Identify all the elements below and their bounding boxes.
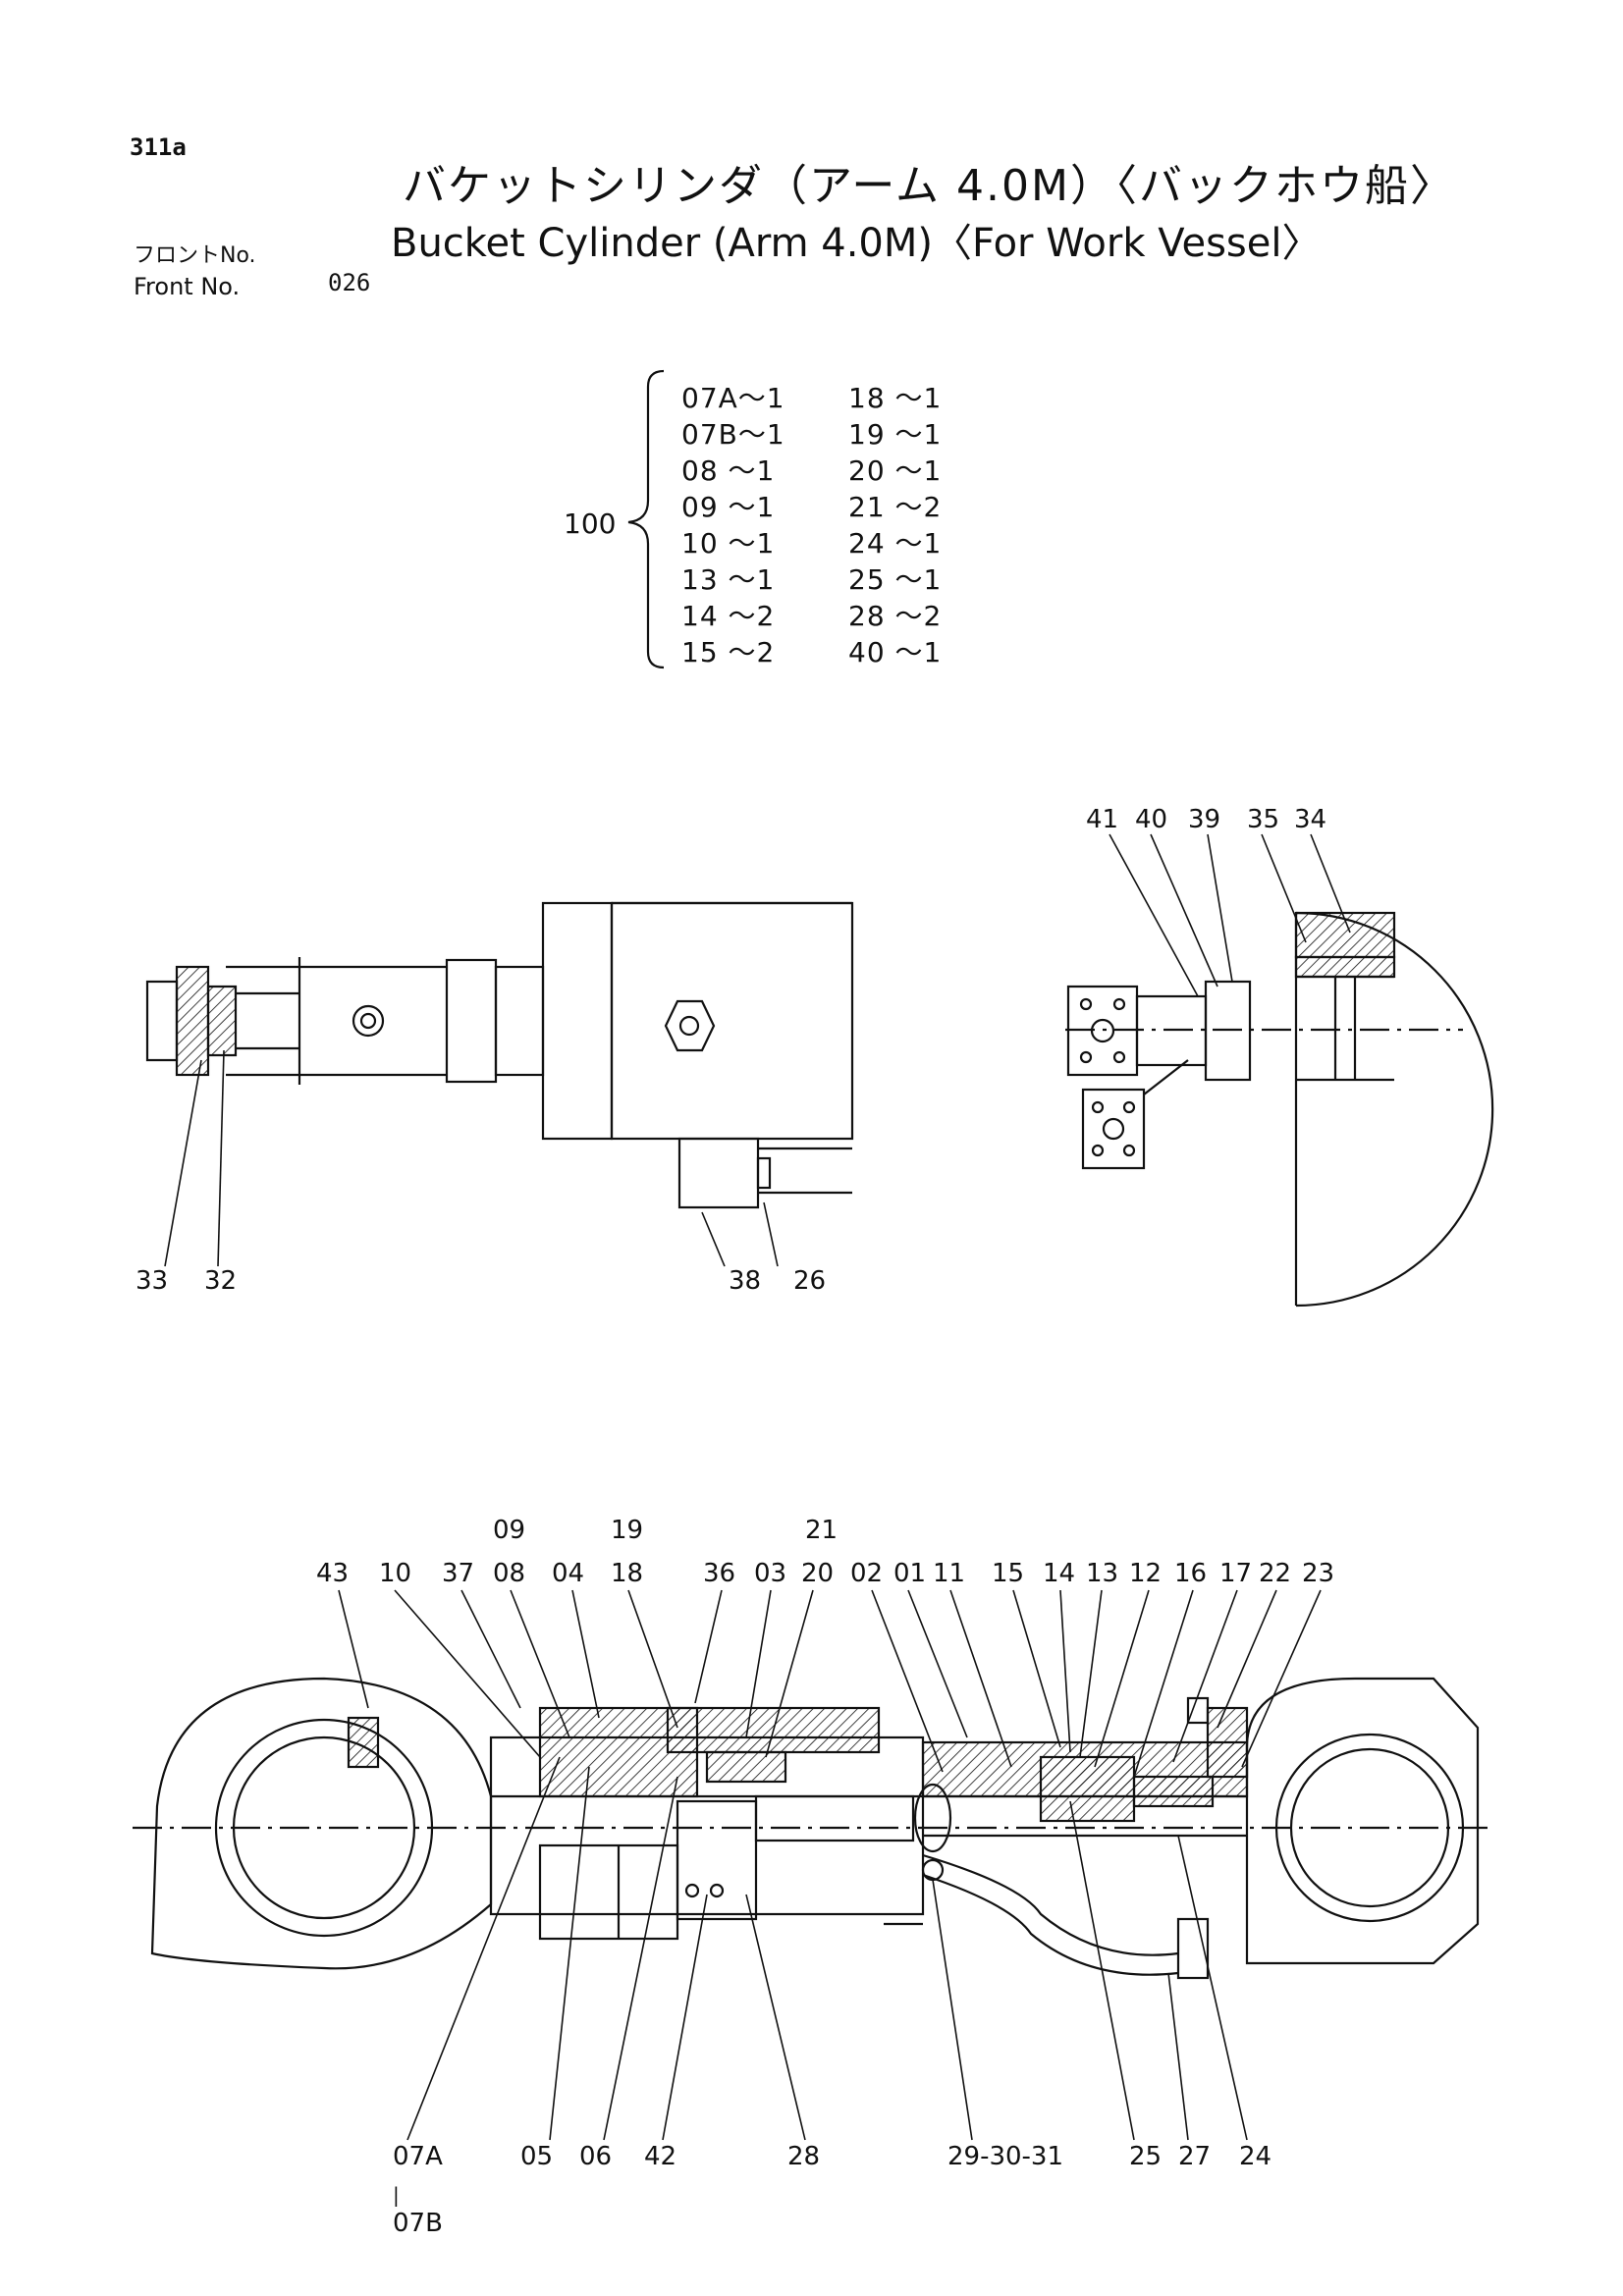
kit-item: 07A～1: [681, 382, 785, 414]
part-label: 13: [1086, 1559, 1119, 1588]
front-number: 026: [328, 269, 371, 296]
part-label: 05: [520, 2142, 554, 2171]
kit-item: 13 ～1: [681, 563, 776, 596]
part-label: 03: [754, 1559, 787, 1588]
part-label: 27: [1178, 2142, 1212, 2171]
leader-lines: [164, 833, 1351, 2141]
part-label: 06: [579, 2142, 613, 2171]
part-label: 22: [1259, 1559, 1292, 1588]
part-label: 08: [493, 1559, 526, 1588]
part-label: 21: [805, 1516, 839, 1545]
part-label: 07B: [393, 2209, 443, 2238]
page-number: 311a: [130, 133, 187, 161]
kit-item: 21 ～2: [848, 491, 943, 523]
part-label: 14: [1043, 1559, 1076, 1588]
part-label: 36: [703, 1559, 736, 1588]
kit-item: 24 ～1: [848, 527, 943, 560]
part-label: 16: [1174, 1559, 1208, 1588]
part-label: 28: [787, 2142, 821, 2171]
port-detail-view: [1065, 911, 1494, 1308]
cylinder-section-view: [133, 1677, 1492, 1980]
kit-item: 09 ～1: [681, 491, 776, 523]
part-label: 02: [850, 1559, 884, 1588]
kit-item: 15 ～2: [681, 636, 776, 668]
part-label: 38: [729, 1266, 762, 1296]
part-label: 19: [611, 1516, 644, 1545]
kit-item: 14 ～2: [681, 600, 776, 632]
kit-number: 100: [564, 507, 617, 540]
part-label: 01: [893, 1559, 927, 1588]
kit-brace: [627, 369, 665, 669]
part-label: 25: [1129, 2142, 1163, 2171]
part-label: 20: [801, 1559, 835, 1588]
part-label: 40: [1135, 805, 1168, 834]
part-label: 04: [552, 1559, 585, 1588]
part-label: 07A: [393, 2142, 443, 2171]
part-label: 32: [204, 1266, 238, 1296]
part-label: 23: [1302, 1559, 1335, 1588]
part-label: 12: [1129, 1559, 1163, 1588]
part-label: 24: [1239, 2142, 1272, 2171]
part-label: 33: [135, 1266, 169, 1296]
part-label: 11: [933, 1559, 966, 1588]
part-label: 41: [1086, 805, 1119, 834]
rod-end-detail-view: [145, 901, 854, 1209]
front-label-english: Front No.: [134, 273, 241, 300]
part-label: 15: [992, 1559, 1025, 1588]
part-label: 42: [644, 2142, 677, 2171]
title-japanese: バケットシリンダ（アーム 4.0M）〈バックホウ船〉: [403, 161, 1455, 211]
part-label: 10: [379, 1559, 412, 1588]
part-label: 18: [611, 1559, 644, 1588]
part-label: 43: [316, 1559, 350, 1588]
part-label: 17: [1219, 1559, 1253, 1588]
part-label: 26: [793, 1266, 827, 1296]
kit-item: 40 ～1: [848, 636, 943, 668]
kit-item: 10 ～1: [681, 527, 776, 560]
part-label: 39: [1188, 805, 1221, 834]
part-label: 09: [493, 1516, 526, 1545]
part-label: 35: [1247, 805, 1280, 834]
part-label: 29-30-31: [947, 2142, 1064, 2171]
title-english: Bucket Cylinder (Arm 4.0M)〈For Work Vess…: [391, 221, 1322, 266]
kit-item: 28 ～2: [848, 600, 943, 632]
kit-item: 08 ～1: [681, 454, 776, 487]
part-label-separator: |: [393, 2183, 400, 2207]
kit-item: 19 ～1: [848, 418, 943, 451]
part-label: 37: [442, 1559, 475, 1588]
kit-item: 25 ～1: [848, 563, 943, 596]
kit-item: 07B～1: [681, 418, 785, 451]
front-label-japanese: フロントNo.: [134, 243, 256, 268]
kit-item: 18 ～1: [848, 382, 943, 414]
part-label: 34: [1294, 805, 1327, 834]
kit-item: 20 ～1: [848, 454, 943, 487]
